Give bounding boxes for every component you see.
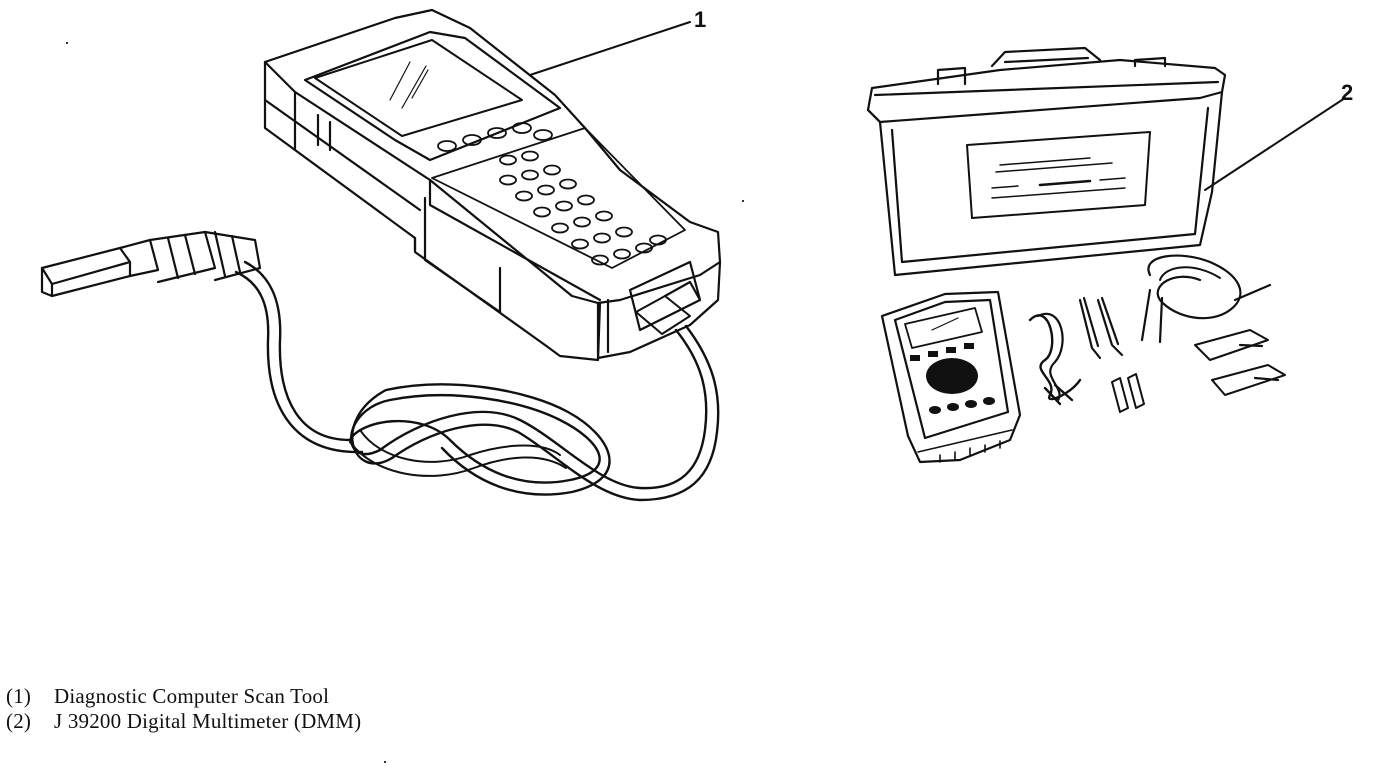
callout-2-leader: [1204, 97, 1346, 191]
multimeter-kit-drawing: [866, 46, 1286, 464]
legend-number: (1): [6, 684, 32, 708]
legend-text: Diagnostic Computer Scan Tool: [54, 684, 330, 708]
scan-tool-drawing: [40, 8, 722, 502]
scan-speck: [384, 761, 386, 763]
legend-item-2: (2) J 39200 Digital Multimeter (DMM): [6, 709, 361, 734]
figure-legend: (1) Diagnostic Computer Scan Tool (2) J 39…: [6, 684, 361, 734]
callout-1-leader: [529, 21, 691, 76]
legend-item-1: (1) Diagnostic Computer Scan Tool: [6, 684, 361, 709]
legend-text: J 39200 Digital Multimeter (DMM): [54, 709, 362, 733]
legend-number: (2): [6, 709, 32, 733]
callout-number-2: 2: [1341, 80, 1354, 105]
scan-speck: [742, 200, 744, 202]
tool-illustration: [40, 8, 1346, 502]
scan-speck: [66, 42, 68, 44]
callout-number-1: 1: [694, 7, 707, 32]
